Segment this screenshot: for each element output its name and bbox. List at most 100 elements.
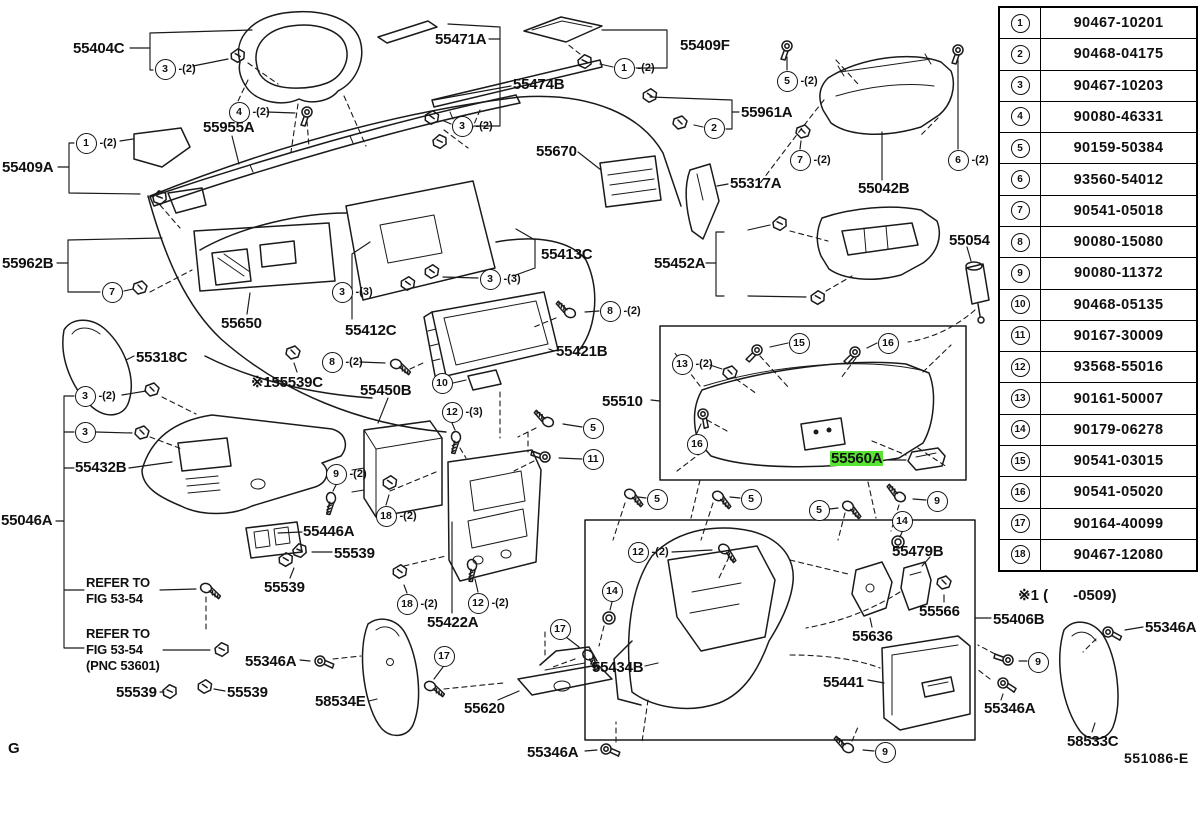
part-label-58533C[interactable]: 58533C: [1067, 733, 1119, 750]
callout-5: 5: [582, 417, 604, 439]
fastener-part-number: 90080-11372: [1073, 265, 1164, 282]
part-label-58534E[interactable]: 58534E: [315, 693, 366, 710]
callout-circle-3: 3: [74, 385, 96, 407]
part-label-55962B[interactable]: 55962B: [2, 255, 54, 272]
fastener-part-number: 90167-30009: [1073, 327, 1164, 344]
fastener-ref-cell: 2: [1000, 39, 1041, 70]
part-label-55346A[interactable]: 55346A: [1145, 619, 1197, 636]
callout-14: 14: [891, 510, 913, 532]
part-label-55566[interactable]: 55566: [919, 603, 960, 620]
part-label-55317A[interactable]: 55317A: [730, 175, 782, 192]
part-label-55413C[interactable]: 55413C: [541, 246, 593, 263]
callout-circle-14: 14: [601, 580, 623, 602]
callout-circle-6: 6: [947, 149, 969, 171]
fastener-row-8[interactable]: 8 90080-15080: [1000, 225, 1196, 258]
callout-count: -(2): [399, 510, 417, 522]
part-outlines: [62, 10, 1119, 741]
part-label-55346A[interactable]: 55346A: [984, 700, 1036, 717]
part-label-55412C[interactable]: 55412C: [345, 322, 397, 339]
fastener-row-5[interactable]: 5 90159-50384: [1000, 132, 1196, 164]
fastener-ref-cell: 10: [1000, 289, 1041, 320]
part-label-55404C[interactable]: 55404C: [73, 40, 125, 57]
fastener-part-number: 90080-15080: [1073, 234, 1164, 251]
part-label-155539C[interactable]: ※155539C: [251, 374, 323, 391]
callout-circle-17: 17: [549, 618, 571, 640]
callout-count: -(2): [420, 598, 438, 610]
part-label-55046A[interactable]: 55046A: [1, 512, 53, 529]
callout-5: 5-(2): [776, 70, 818, 92]
callout-count: -(2): [800, 75, 818, 87]
part-label-55318C[interactable]: 55318C: [136, 349, 188, 366]
fastener-part-number: 90468-05135: [1073, 296, 1164, 313]
callout-circle-18: 18: [396, 593, 418, 615]
part-label-55346A[interactable]: 55346A: [245, 653, 297, 670]
callout-circle-9: 9: [325, 463, 347, 485]
fastener-part-number: 90159-50384: [1073, 140, 1164, 157]
fastener-ref-circle: 13: [1010, 389, 1030, 409]
fastener-part-number: 90179-06278: [1073, 421, 1164, 438]
callout-circle-8: 8: [321, 351, 343, 373]
part-label-55406B[interactable]: 55406B: [993, 611, 1045, 628]
callout-16: 16: [686, 433, 708, 455]
part-label-55432B[interactable]: 55432B: [75, 459, 127, 476]
callout-circle-14: 14: [891, 510, 913, 532]
callout-circle-9: 9: [1027, 651, 1049, 673]
part-label-55620[interactable]: 55620: [464, 700, 505, 717]
part-label-55955A[interactable]: 55955A: [203, 119, 255, 136]
part-label-55539[interactable]: 55539: [227, 684, 268, 701]
callout-8: 8-(2): [599, 300, 641, 322]
part-label-55409A[interactable]: 55409A: [2, 159, 54, 176]
part-label-55560A[interactable]: 55560A: [830, 450, 884, 467]
callout-18: 18-(2): [396, 593, 438, 615]
callout-count: -(2): [813, 154, 831, 166]
part-label-55450B[interactable]: 55450B: [360, 382, 412, 399]
part-label-55650[interactable]: 55650: [221, 315, 262, 332]
fastener-row-14[interactable]: 14 90179-06278: [1000, 413, 1196, 445]
fastener-ref-cell: 8: [1000, 226, 1041, 258]
fastener-ref-cell: 4: [1000, 101, 1041, 133]
part-label-55452A[interactable]: 55452A: [654, 255, 706, 272]
part-label-55539[interactable]: 55539: [116, 684, 157, 701]
part-label-55636[interactable]: 55636: [852, 628, 893, 645]
fastener-ref-circle: 14: [1010, 420, 1030, 440]
part-label-55539[interactable]: 55539: [334, 545, 375, 562]
part-label-55422A[interactable]: 55422A: [427, 614, 479, 631]
callout-3: 3-(2): [74, 385, 116, 407]
fastener-row-10[interactable]: 10 90468-05135: [1000, 288, 1196, 320]
part-label-55042B[interactable]: 55042B: [858, 180, 910, 197]
part-label-55421B[interactable]: 55421B: [556, 343, 608, 360]
callout-count: -(2): [695, 358, 713, 370]
part-label-55409F[interactable]: 55409F: [680, 37, 730, 54]
part-label-55479B[interactable]: 55479B: [892, 543, 944, 560]
part-label-55446A[interactable]: 55446A: [303, 523, 355, 540]
part-label-55670[interactable]: 55670: [536, 143, 577, 160]
part-label-55539[interactable]: 55539: [264, 579, 305, 596]
callout-circle-3: 3: [479, 268, 501, 290]
part-label-55346A[interactable]: 55346A: [527, 744, 579, 761]
callout-18: 18-(2): [375, 505, 417, 527]
part-label-55961A[interactable]: 55961A: [741, 104, 793, 121]
part-label-55510[interactable]: 55510: [602, 393, 643, 410]
part-label-55434B[interactable]: 55434B: [592, 659, 644, 676]
fastener-ref-cell: 5: [1000, 133, 1041, 164]
callout-circle-3: 3: [331, 281, 353, 303]
part-label-55471A[interactable]: 55471A: [435, 31, 487, 48]
part-label-55474B[interactable]: 55474B: [513, 76, 565, 93]
part-label-55441[interactable]: 55441: [823, 674, 864, 691]
callout-9: 9-(2): [325, 463, 367, 485]
part-label-55054[interactable]: 55054: [949, 232, 990, 249]
